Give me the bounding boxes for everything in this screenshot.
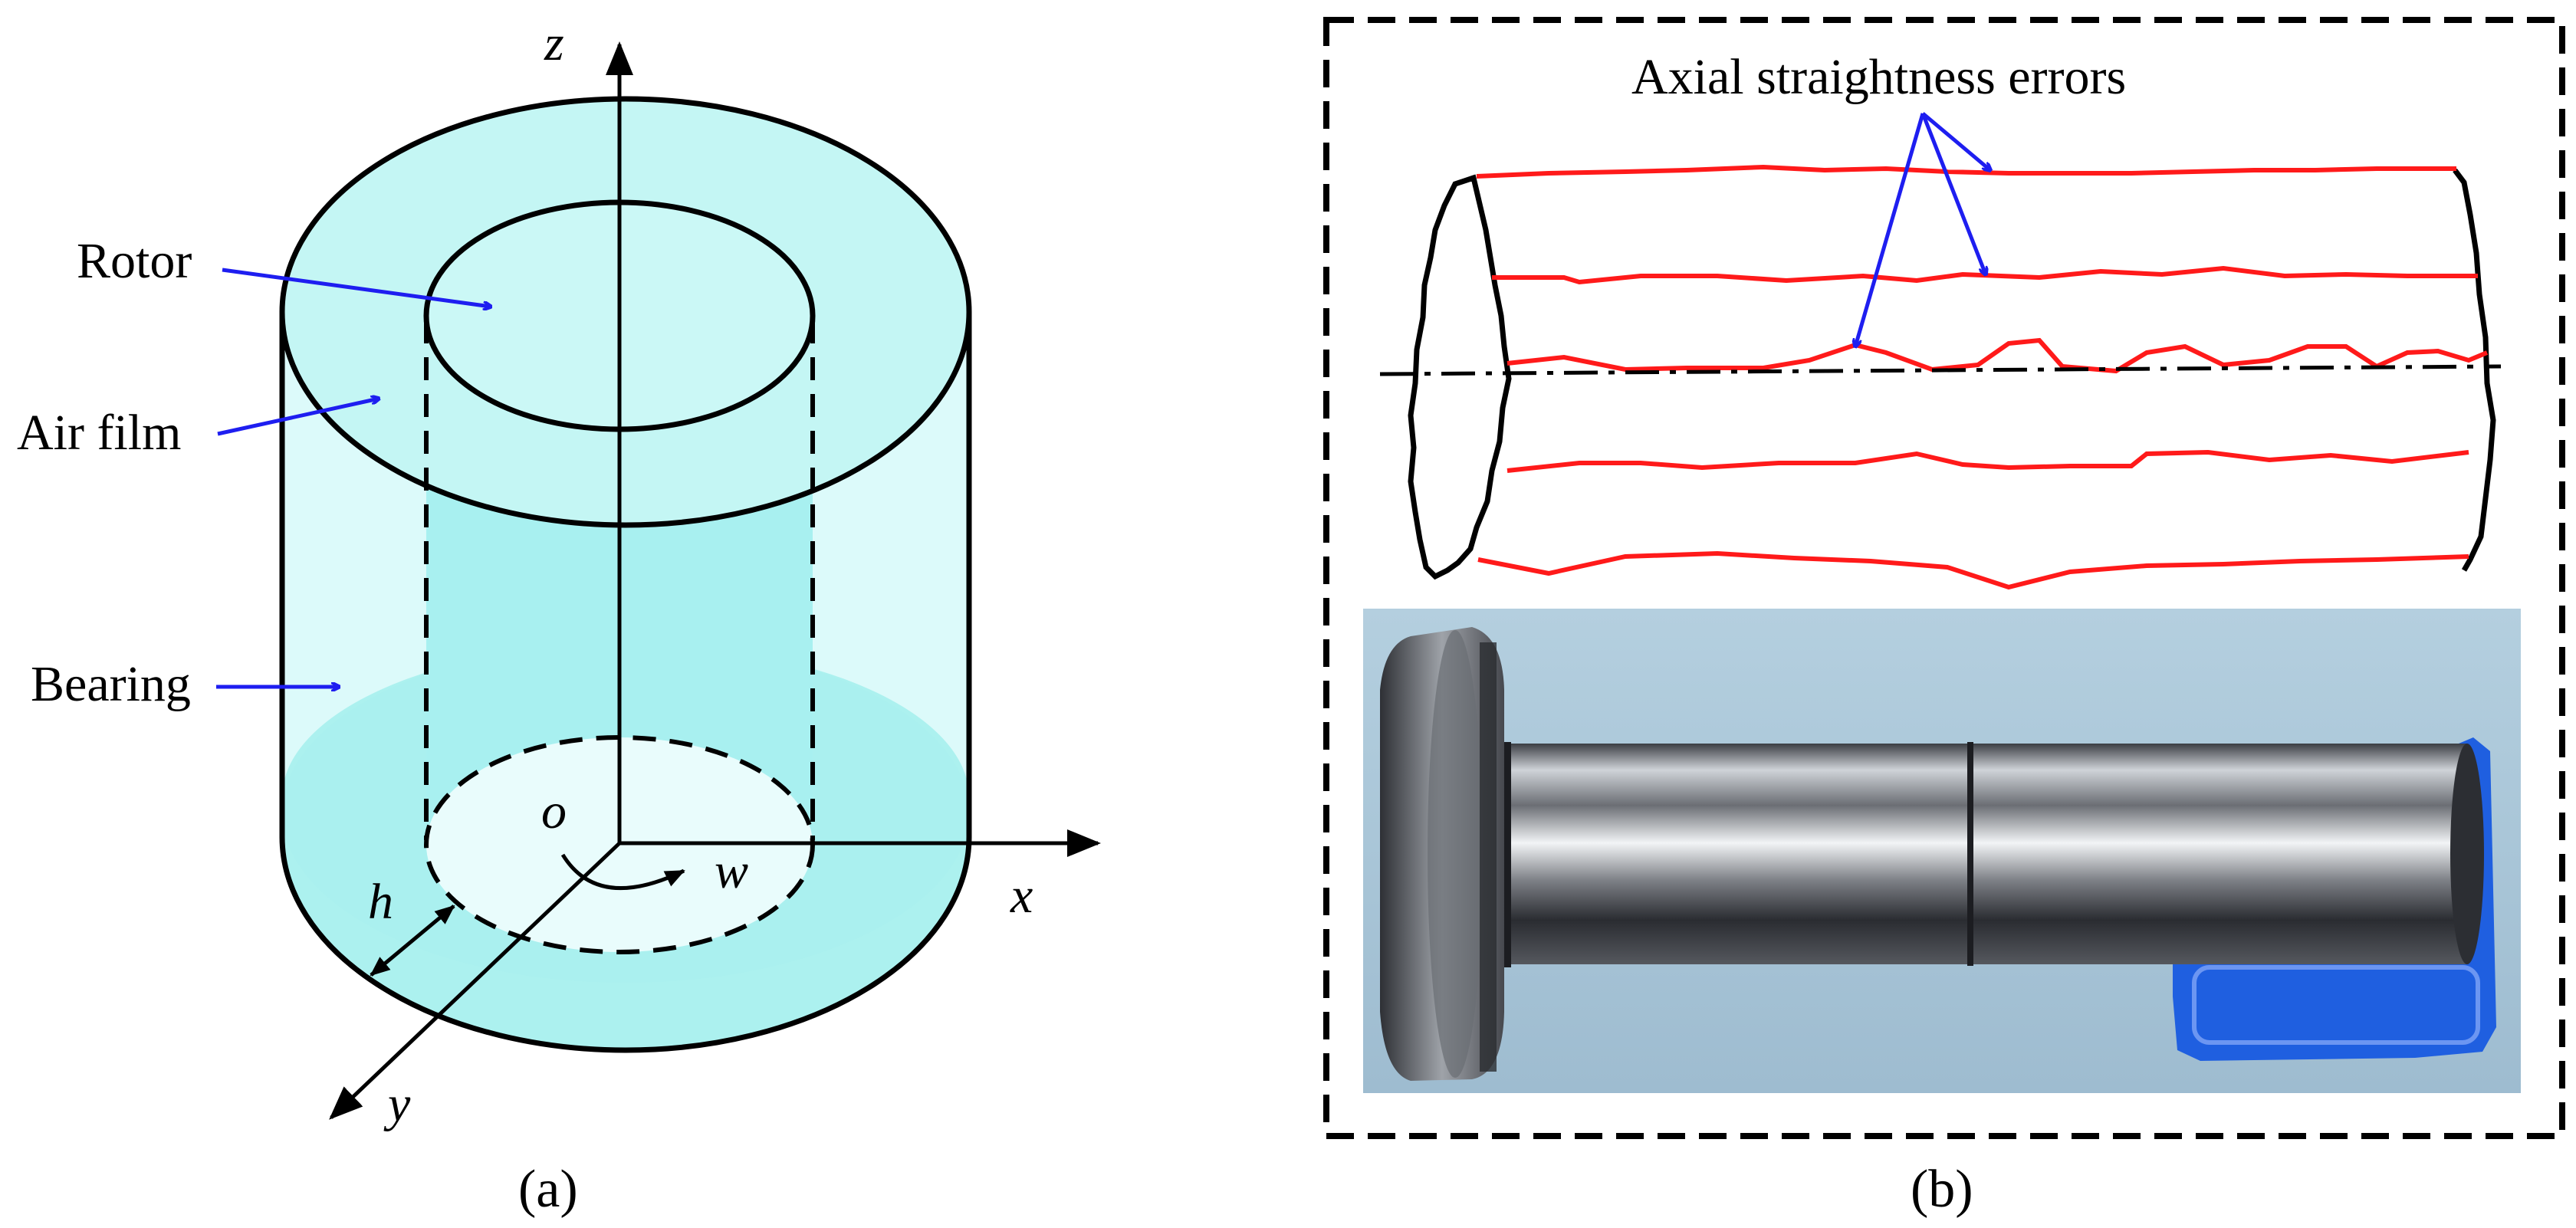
y-axis-label: y [383, 1076, 411, 1132]
profile-line-2 [1492, 265, 2478, 285]
shaft-photo [1363, 609, 2521, 1093]
profile-line-1 [1476, 164, 2456, 179]
annotation-arrow-2 [1921, 113, 1986, 274]
annotation-arrow-1 [1921, 112, 1990, 170]
panel-a: z x y o w h Rotor Air film Bearing (a) [17, 15, 1101, 1219]
annotation-arrow-3 [1855, 113, 1925, 346]
z-axis-label: z [544, 15, 564, 71]
shaft-left-end [1408, 174, 1512, 580]
straightness-label: Axial straightness errors [1631, 49, 2126, 105]
panel-b-frame [1323, 17, 2565, 1139]
rotor-arrow [222, 268, 491, 307]
shaft-cylinder [1500, 744, 2467, 964]
shaft-centerline [1379, 364, 2502, 376]
rotation-arrow [560, 853, 685, 891]
panel-b-caption: (b) [1911, 1160, 1973, 1219]
origin-label: o [541, 783, 567, 839]
blue-fixture [2173, 737, 2496, 1061]
bearing-label: Bearing [31, 656, 191, 712]
x-axis-label: x [1010, 868, 1033, 924]
panel-b: Axial straightness errors (b) [1323, 17, 2565, 1219]
profile-line-5 [1477, 550, 2469, 590]
rotation-label: w [715, 843, 748, 899]
shaft-right-end [2453, 168, 2496, 572]
gap-label: h [368, 874, 393, 930]
panel-a-caption: (a) [518, 1160, 578, 1219]
profile-line-3 [1506, 337, 2489, 374]
air-film-label: Air film [17, 405, 181, 461]
y-axis [329, 842, 621, 1120]
air-film-arrow [217, 399, 379, 436]
rotor-label: Rotor [77, 233, 192, 289]
gap-arrow [370, 905, 455, 977]
profile-line-4 [1506, 449, 2469, 473]
